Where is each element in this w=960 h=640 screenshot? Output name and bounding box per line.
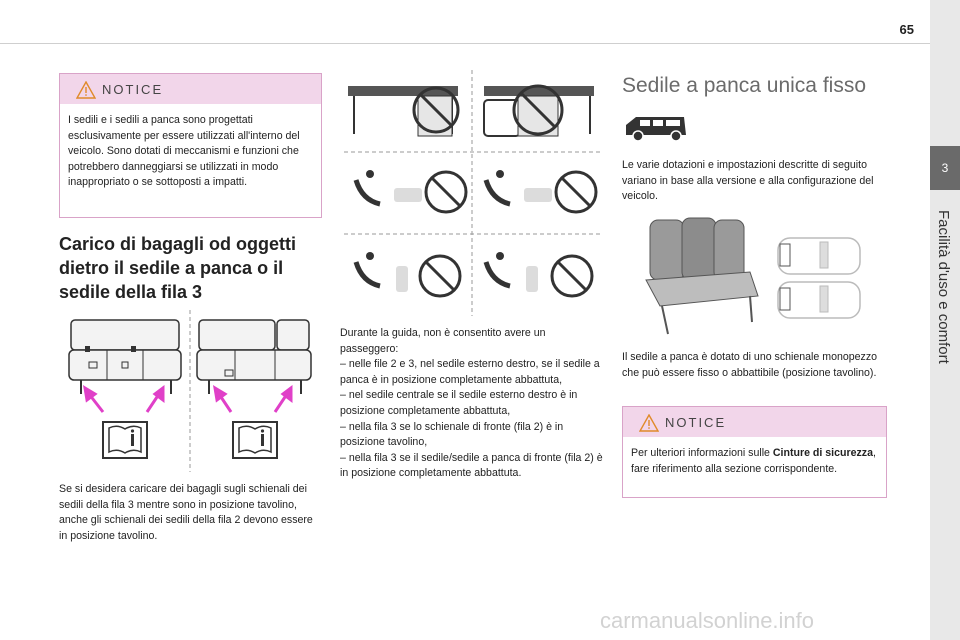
luggage-heading: Carico di bagagli od oggetti dietro il s… — [59, 234, 297, 302]
no-passenger-icon — [412, 86, 460, 134]
seat-icon — [196, 319, 312, 394]
bench-intro: Le varie dotazioni e impostazioni descri… — [622, 159, 874, 203]
seat-icon — [483, 170, 552, 207]
notice-title: NOTICE — [102, 82, 164, 97]
notice-title: NOTICE — [665, 415, 727, 430]
luggage-body: Se si desidera caricare dei bagagli sugl… — [59, 483, 313, 542]
header-rule — [0, 43, 930, 44]
notice-text-prefix: Per ulteriori informazioni sulle — [631, 447, 773, 459]
driving-rule-line: – nelle file 2 e 3, nel sedile esterno d… — [340, 358, 600, 386]
notice-header: NOTICE — [623, 407, 886, 437]
notice-box-right: NOTICE Per ulteriori informazioni sulle … — [622, 406, 887, 498]
bench-body: Il sedile a panca è dotato di uno schien… — [622, 351, 878, 379]
chapter-number-tab[interactable]: 3 — [930, 146, 960, 190]
watermark: carmanualsonline.info — [600, 608, 815, 633]
book-info-icon — [232, 421, 278, 459]
seat-icon — [348, 86, 458, 137]
chapter-side-tab — [930, 0, 960, 640]
no-passenger-icon — [550, 254, 594, 298]
notice-text: Per ulteriori informazioni sulle Cinture… — [623, 437, 886, 485]
bench-heading: Sedile a panca unica fisso — [622, 74, 866, 97]
seat-icon — [68, 319, 182, 394]
bench-seat-figure — [640, 210, 870, 350]
driving-rule-line: – nella fila 3 se il sedile/sedile a pan… — [340, 451, 603, 480]
warning-icon — [76, 81, 96, 99]
chapter-title: Facilità d'uso e comfort — [902, 210, 960, 380]
chapter-title-text: Facilità d'uso e comfort — [935, 210, 952, 364]
no-passenger-icon — [424, 170, 468, 214]
driving-rule-line: – nella fila 3 se lo schienale di fronte… — [340, 420, 564, 449]
seat-icon — [483, 252, 538, 292]
luggage-figure — [59, 310, 321, 472]
no-passenger-icon — [418, 254, 462, 298]
van-icon — [777, 237, 861, 319]
seat-icon — [645, 217, 759, 335]
notice-text: I sedili e i sedili a panca sono progett… — [68, 114, 300, 189]
notice-header: NOTICE — [60, 74, 321, 104]
passenger-restriction-figure — [340, 70, 604, 316]
seat-icon — [353, 170, 422, 207]
notice-text-suffix: , fare riferimento alla sezione corrispo… — [631, 447, 876, 475]
driving-rules: Durante la guida, non è consentito avere… — [340, 326, 604, 482]
warning-icon — [639, 414, 659, 432]
driving-rule-line: Durante la guida, non è consentito avere… — [340, 327, 546, 355]
book-info-icon — [102, 421, 148, 459]
van-icon — [626, 117, 686, 142]
seat-belts-link-text: Cinture di sicurezza — [772, 447, 873, 459]
notice-box-left: NOTICE I sedili e i sedili a panca sono … — [59, 73, 322, 218]
no-passenger-icon — [512, 84, 564, 136]
driving-rule-line: – nel sedile centrale se il sedile ester… — [340, 389, 578, 417]
no-passenger-icon — [554, 170, 598, 214]
arrow-icon — [82, 385, 293, 413]
seat-icon — [353, 252, 408, 292]
page-number: 65 — [899, 22, 914, 37]
